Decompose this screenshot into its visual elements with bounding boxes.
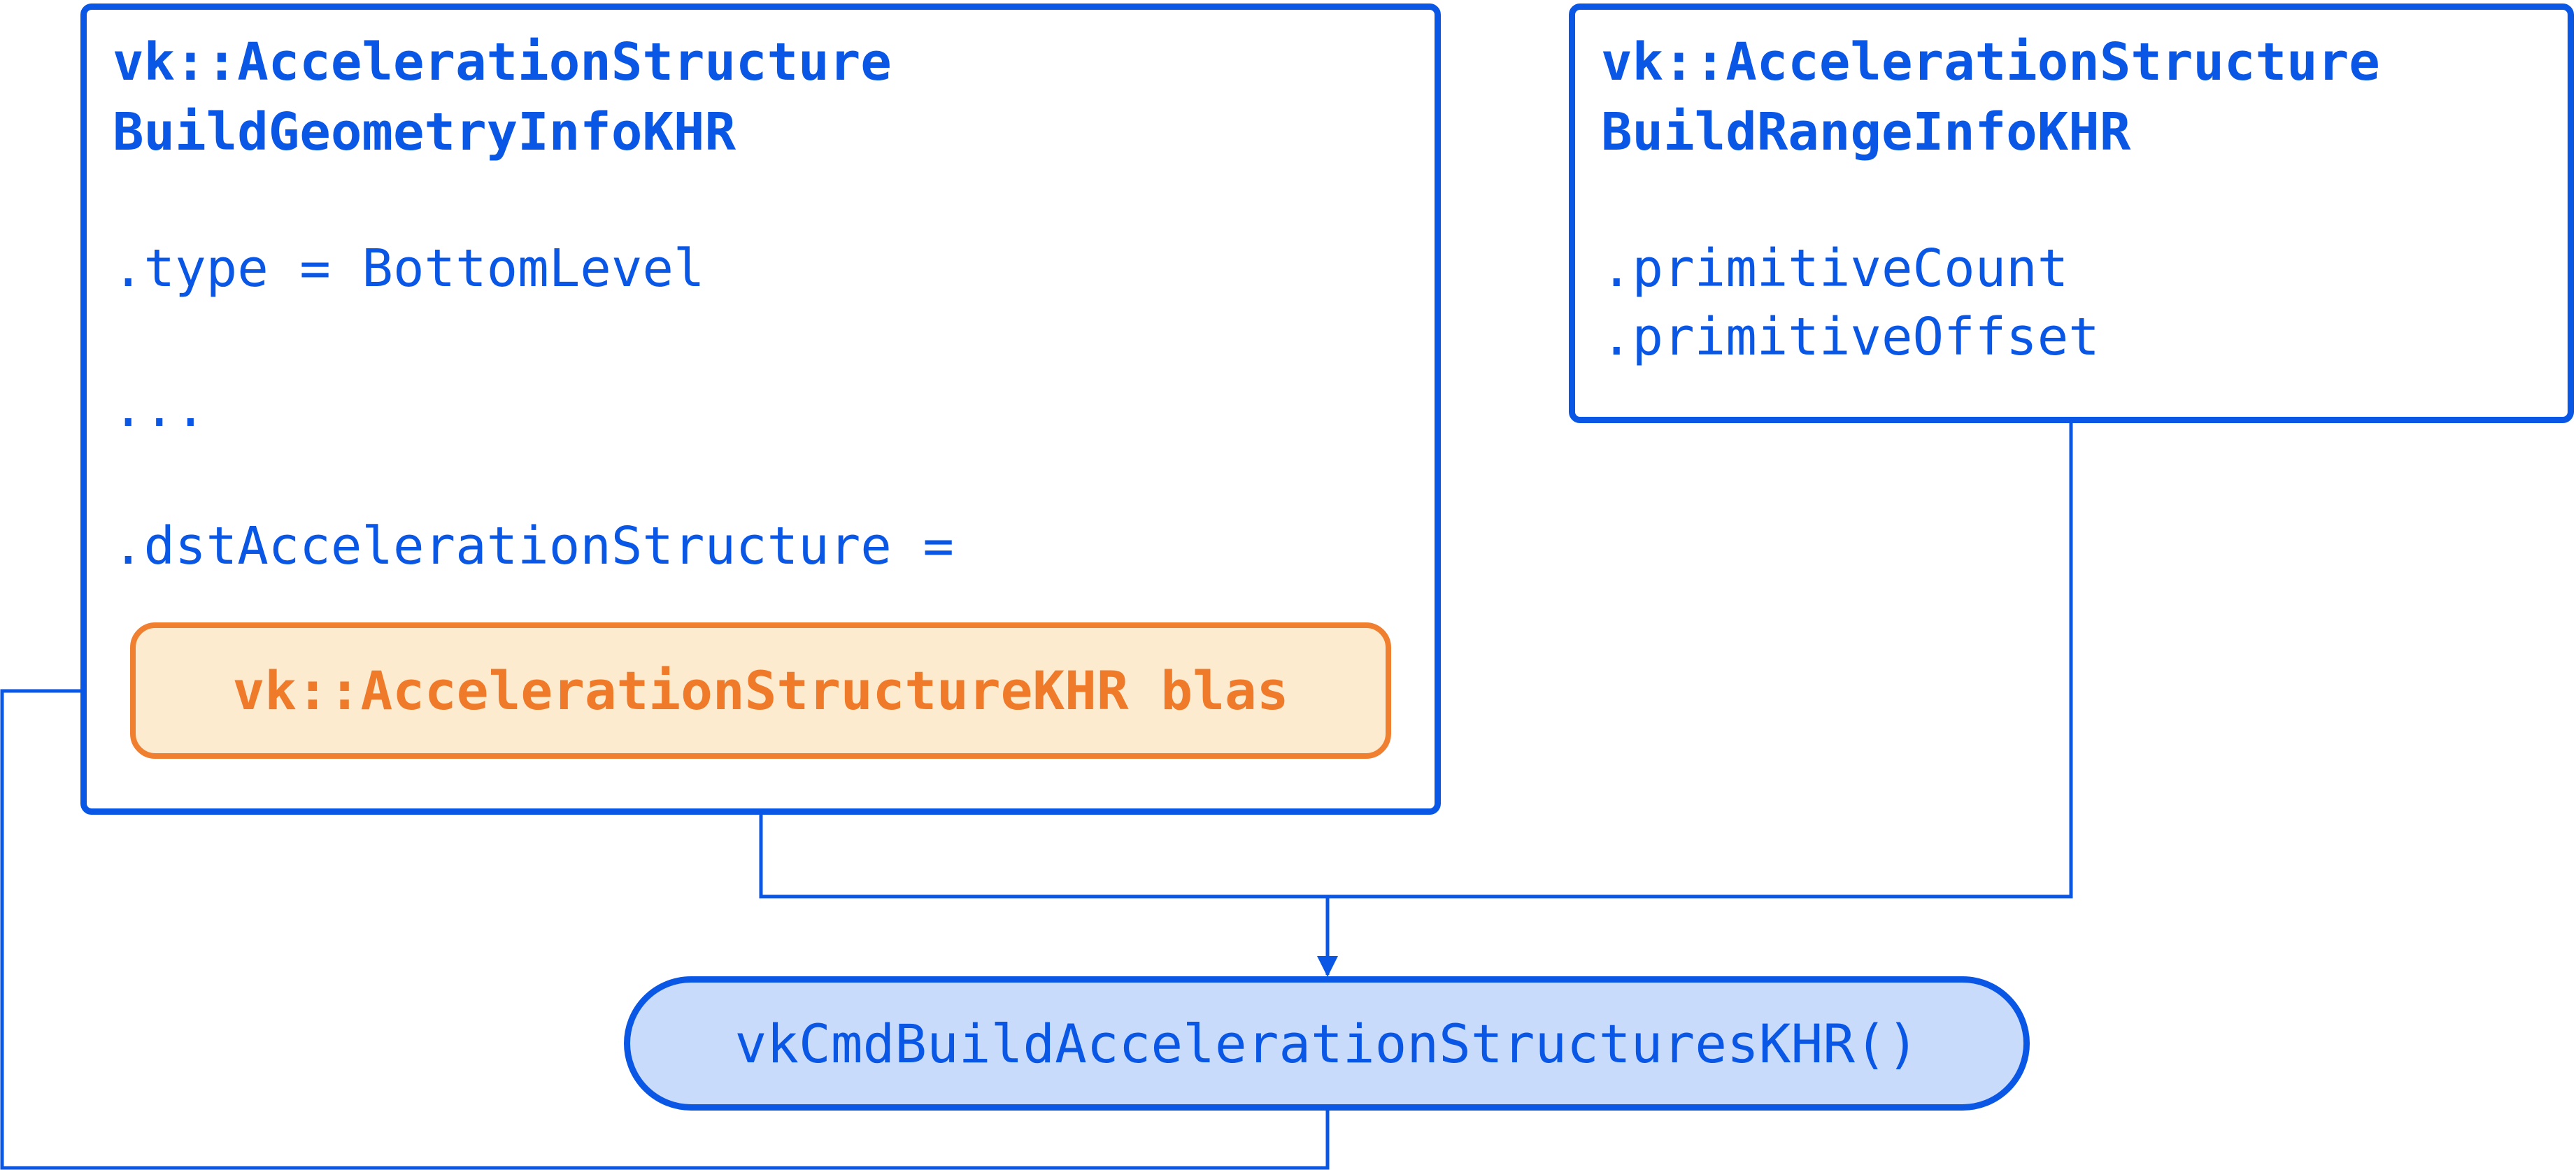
blas-box: vk::AccelerationStructureKHR blas — [130, 622, 1391, 759]
geometry-info-dst-field: .dstAccelerationStructure = — [113, 516, 954, 576]
geometry-info-ellipsis: ... — [113, 378, 206, 438]
range-to-command-connector — [1328, 423, 2073, 899]
geometry-to-command-connector — [759, 815, 1328, 899]
range-info-offset-field: .primitiveOffset — [1601, 307, 2100, 367]
geometry-info-box: vk::AccelerationStructure BuildGeometryI… — [80, 3, 1441, 815]
build-command-label: vkCmdBuildAccelerationStructuresKHR() — [734, 1012, 1919, 1075]
blas-label: vk::AccelerationStructureKHR blas — [232, 659, 1289, 722]
geometry-info-type-field: .type = BottomLevel — [113, 238, 705, 299]
build-command-box: vkCmdBuildAccelerationStructuresKHR() — [624, 976, 2030, 1111]
range-info-title-line1: vk::AccelerationStructure — [1601, 32, 2380, 92]
range-info-count-field: .primitiveCount — [1601, 238, 2069, 299]
geometry-info-title-line1: vk::AccelerationStructure — [113, 32, 892, 92]
geometry-info-title-line2: BuildGeometryInfoKHR — [113, 102, 736, 162]
command-to-blas-feedback-arrow — [0, 680, 1330, 1170]
range-info-title-line2: BuildRangeInfoKHR — [1601, 102, 2131, 162]
range-info-box: vk::AccelerationStructure BuildRangeInfo… — [1569, 3, 2574, 423]
